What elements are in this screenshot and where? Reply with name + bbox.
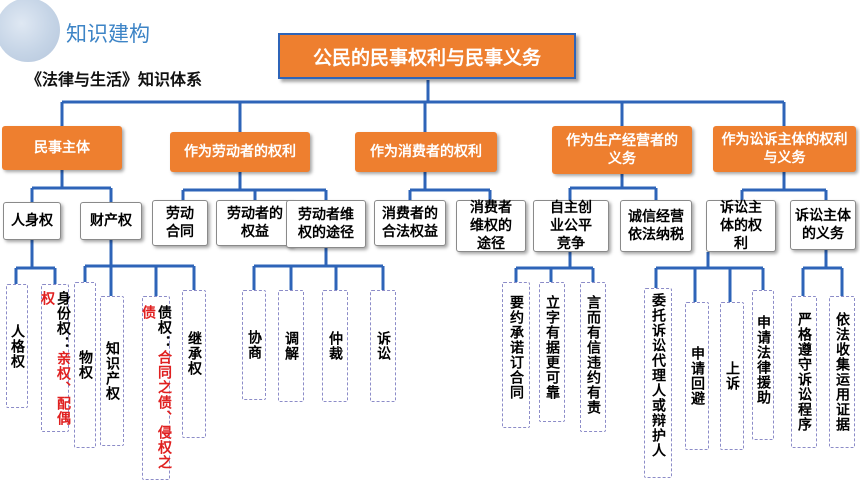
sub-litigant-duties: 诉讼主体的义务 <box>790 200 856 250</box>
sub-consumer-remedy: 消费者维权的途径 <box>456 200 526 252</box>
sub-litigant-rights: 诉讼主体的权利 <box>706 200 776 252</box>
leaf-collect-evidence: 依法收集运用证据 <box>829 296 855 448</box>
sub-labor-remedy: 劳动者维权的途径 <box>286 200 366 248</box>
leaf-offer-acceptance: 要约承诺订合同 <box>502 282 530 428</box>
category-worker-rights: 作为劳动者的权利 <box>170 132 310 172</box>
sub-labor-interests: 劳动者的权益 <box>216 200 294 246</box>
leaf-apply-withdrawal: 申请回避 <box>685 302 709 450</box>
sub-property-rights: 财产权 <box>80 202 142 240</box>
leaf-creditor-right: 债权：合同之债、侵权之债 <box>140 296 172 480</box>
sub-startup-competition: 自主创业公平竞争 <box>533 200 609 252</box>
sub-labor-contract: 劳动合同 <box>152 200 208 246</box>
category-litigant: 作为讼诉主体的权利与义务 <box>713 126 856 172</box>
leaf-mediation: 调解 <box>278 290 304 402</box>
page-subtitle: 《法律与生活》知识体系 <box>26 70 203 89</box>
section-title: 知识建构 <box>66 22 150 46</box>
sub-personal-rights: 人身权 <box>3 202 61 240</box>
category-consumer-rights: 作为消费者的权利 <box>355 132 497 172</box>
category-producer-duties: 作为生产经营者的义务 <box>552 126 692 174</box>
leaf-appeal: 上诉 <box>720 302 744 450</box>
leaf-intellectual-property: 知识产权 <box>100 296 124 446</box>
leaf-inheritance-right: 继承权 <box>182 290 206 438</box>
header-decoration <box>0 0 60 62</box>
leaf-litigation: 诉讼 <box>370 290 396 402</box>
root-node: 公民的民事权利与民事义务 <box>278 33 576 79</box>
leaf-follow-procedure: 严格遵守诉讼程序 <box>791 296 817 448</box>
leaf-personality-right: 人格权 <box>6 284 28 408</box>
leaf-legal-aid: 申请法律援助 <box>752 290 774 440</box>
leaf-arbitration: 仲裁 <box>322 290 348 402</box>
category-civil-subject: 民事主体 <box>2 126 122 170</box>
sub-integrity-tax: 诚信经营依法纳税 <box>620 200 692 252</box>
leaf-written-evidence: 立字有据更可靠 <box>539 282 565 422</box>
leaf-keep-promise: 言而有信违约有责 <box>580 282 606 432</box>
leaf-identity-right: 身份权：亲权、配偶权 <box>39 284 71 432</box>
leaf-real-right: 物权 <box>74 282 96 448</box>
sub-consumer-interests: 消费者的合法权益 <box>374 200 446 246</box>
leaf-entrust-agent: 委托诉讼代理人或辩护人 <box>644 288 672 478</box>
leaf-negotiation: 协商 <box>242 290 266 400</box>
